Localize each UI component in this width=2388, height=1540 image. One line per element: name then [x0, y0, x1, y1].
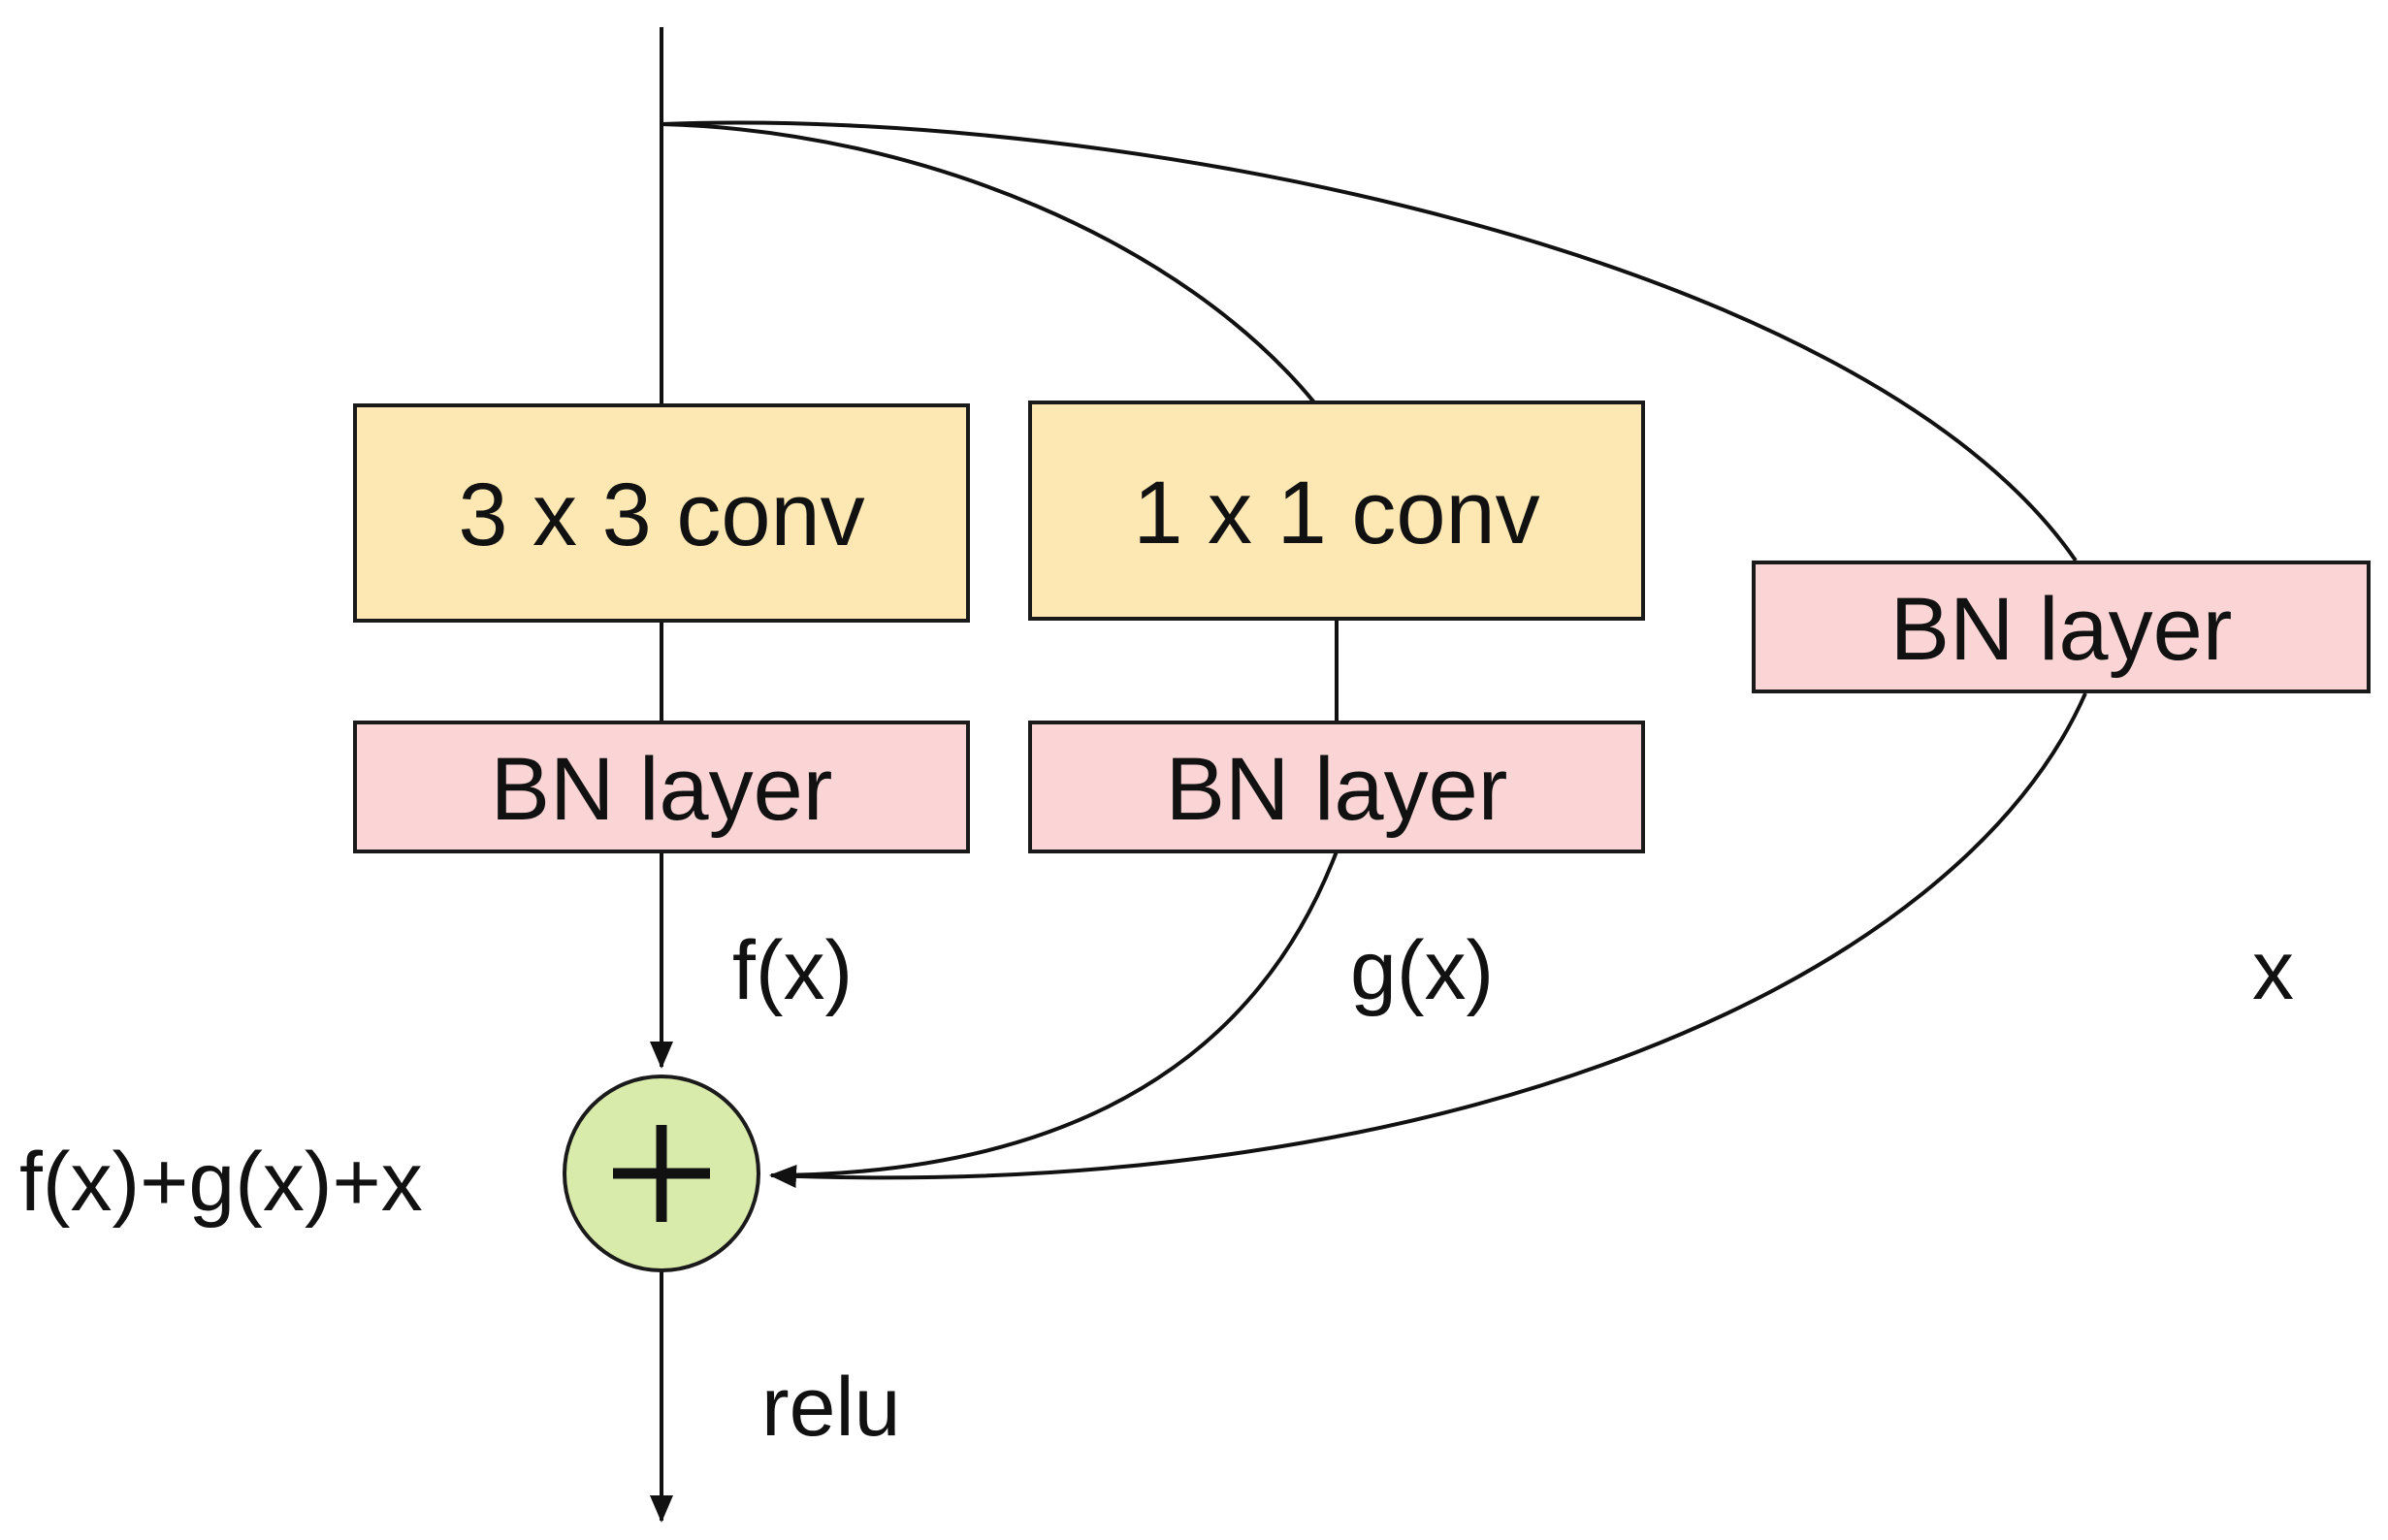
bn-layer-mid-node: BN layer [1028, 721, 1645, 853]
label-gx: g(x) [1350, 924, 1494, 1017]
branch-to-1x1-conv [661, 122, 1316, 404]
label-relu: relu [761, 1361, 900, 1454]
bn-layer-mid-label: BN layer [1166, 740, 1508, 839]
branch-to-identity-bn [661, 120, 2078, 562]
label-sum-expression: f(x)+g(x)+x [19, 1136, 423, 1229]
sum-node [563, 1075, 760, 1272]
conv3x3-label: 3 x 3 conv [458, 465, 864, 564]
conv1x1-label: 1 x 1 conv [1133, 464, 1539, 562]
label-x: x [2252, 924, 2294, 1017]
bn-layer-right-node: BN layer [1752, 561, 2371, 693]
bn-layer-right-label: BN layer [1890, 580, 2233, 679]
label-fx: f(x) [732, 924, 853, 1017]
edge-x-to-sum [769, 692, 2087, 1189]
bn-layer-left-node: BN layer [353, 721, 970, 853]
conv1x1-node: 1 x 1 conv [1028, 401, 1645, 621]
conv3x3-node: 3 x 3 conv [353, 403, 970, 623]
edge-gx-to-sum [770, 850, 1339, 1177]
bn-layer-left-label: BN layer [491, 740, 833, 839]
